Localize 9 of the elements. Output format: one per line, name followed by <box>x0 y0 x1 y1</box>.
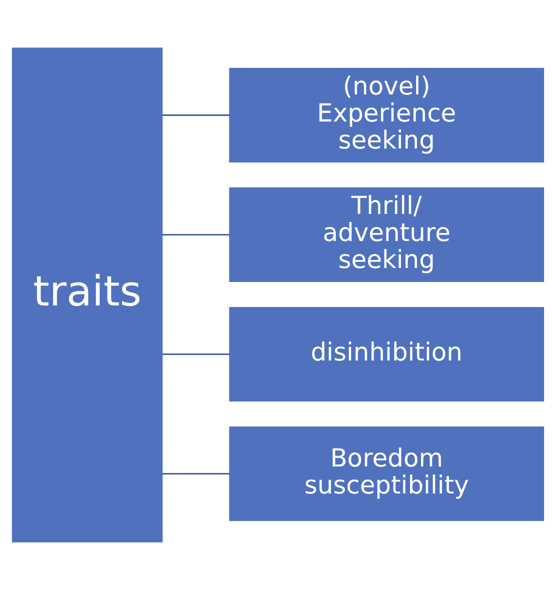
node-box: (novel) Experience seeking <box>229 68 544 162</box>
node-box: traits <box>12 48 163 542</box>
connector <box>162 472 230 475</box>
connector <box>162 234 230 236</box>
connector <box>162 353 230 356</box>
node-box: disinhibition <box>229 306 544 402</box>
node-box: Boredom susceptibility <box>229 426 544 522</box>
node-box: Thrill/ adventure seeking <box>229 187 544 282</box>
connector <box>162 114 230 116</box>
